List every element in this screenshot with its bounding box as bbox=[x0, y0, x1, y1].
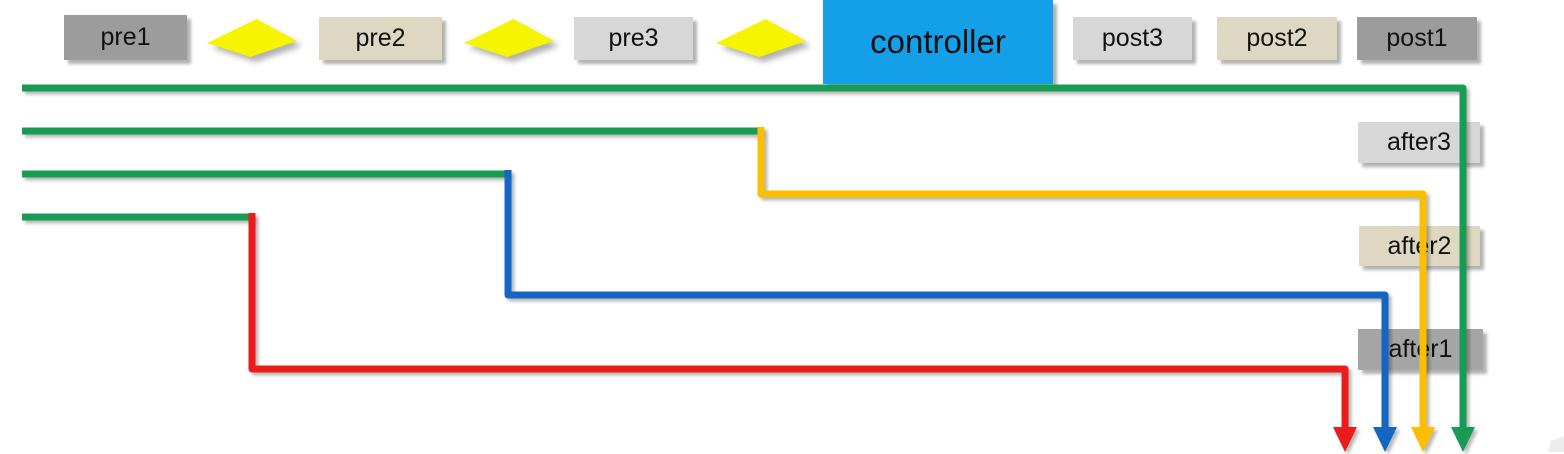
node-pre1: pre1 bbox=[64, 15, 187, 60]
node-after1: after1 bbox=[1358, 329, 1483, 370]
arrowhead-blue-icon bbox=[1373, 427, 1397, 452]
diamond-icon bbox=[464, 19, 554, 57]
arrowhead-yellow-icon bbox=[1411, 427, 1435, 452]
arrowhead-green-icon bbox=[1451, 427, 1475, 452]
node-after2: after2 bbox=[1359, 226, 1480, 266]
node-post1: post1 bbox=[1357, 17, 1477, 60]
flow-line-yellow bbox=[757, 127, 1427, 428]
flow-line-blue bbox=[504, 170, 1389, 428]
node-after3: after3 bbox=[1358, 122, 1480, 163]
diamond-icon bbox=[716, 19, 806, 57]
node-pre2: pre2 bbox=[319, 17, 442, 60]
diamond-shape bbox=[716, 19, 806, 57]
diamond-shape bbox=[464, 19, 554, 57]
flow-line-green-main bbox=[22, 84, 1467, 428]
flow-line-red bbox=[248, 213, 1349, 428]
node-post2: post2 bbox=[1217, 17, 1337, 60]
watermark bbox=[1548, 436, 1564, 452]
diamond-icon bbox=[207, 19, 297, 57]
arrowhead-red-icon bbox=[1333, 427, 1357, 452]
diamond-shape bbox=[207, 19, 297, 57]
node-post3: post3 bbox=[1073, 17, 1192, 60]
node-pre3: pre3 bbox=[574, 17, 693, 60]
node-controller: controller bbox=[823, 0, 1053, 84]
